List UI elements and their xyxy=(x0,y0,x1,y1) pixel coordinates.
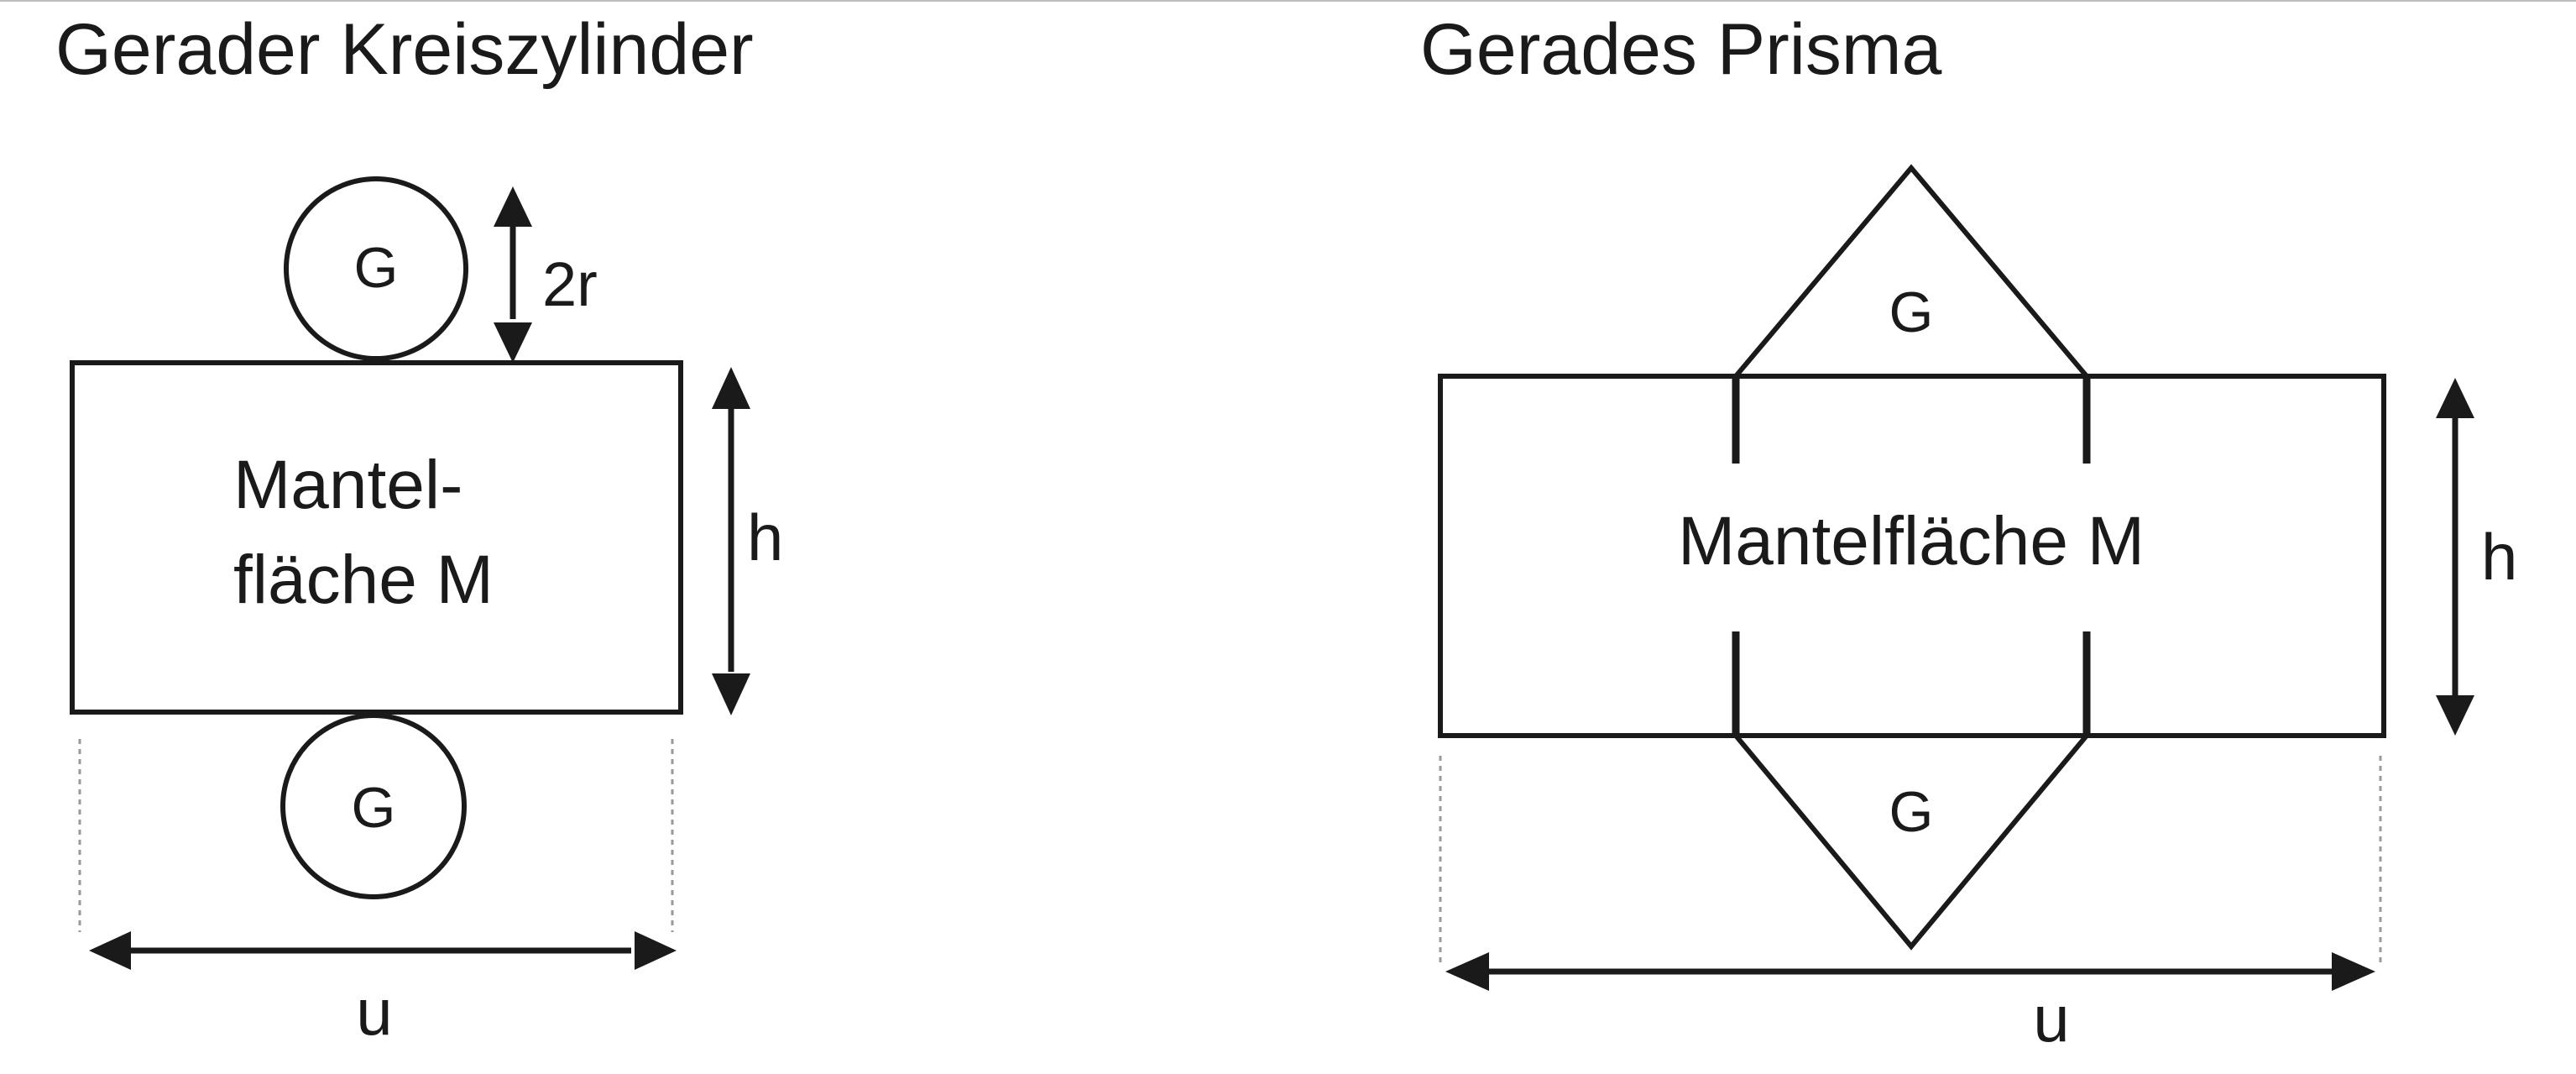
cylinder-circumference-arrow xyxy=(89,931,677,970)
cylinder-top-base-label: G xyxy=(354,236,399,300)
prism-circumference-arrow xyxy=(1445,952,2375,991)
prism-circumference-label: u xyxy=(2033,982,2069,1056)
cylinder-diameter-label: 2r xyxy=(542,249,598,319)
cylinder-net: Gerader Kreiszylinder G Mantel- fläche M… xyxy=(55,9,783,1049)
cylinder-diameter-arrow xyxy=(494,186,532,363)
prism-net: Gerades Prisma G Mantelfläche M G h xyxy=(1420,9,2517,1056)
cylinder-top-base-circle xyxy=(284,176,468,361)
cylinder-lateral-label-line1: Mantel- xyxy=(233,447,462,523)
cylinder-title: Gerader Kreiszylinder xyxy=(55,9,754,90)
prism-height-arrow xyxy=(2436,378,2474,736)
prism-top-base-triangle xyxy=(1733,164,2089,378)
prism-lateral-surface xyxy=(1438,374,2386,738)
prism-bottom-base-label: G xyxy=(1889,780,1934,844)
cylinder-lateral-label-line2: fläche M xyxy=(233,542,494,618)
cylinder-bottom-base-circle xyxy=(280,713,467,899)
prism-bottom-base-triangle xyxy=(1733,734,2089,951)
prism-title: Gerades Prisma xyxy=(1420,9,1941,90)
cylinder-bottom-base-label: G xyxy=(352,776,396,840)
prism-lateral-label: Mantelfläche M xyxy=(1678,503,2145,579)
prism-height-label: h xyxy=(2481,520,2517,594)
cylinder-circumference-label: u xyxy=(356,975,392,1049)
prism-top-base-label: G xyxy=(1889,280,1934,344)
cylinder-height-label: h xyxy=(747,500,783,574)
cylinder-lateral-surface xyxy=(70,360,683,715)
cylinder-height-arrow xyxy=(712,367,750,715)
